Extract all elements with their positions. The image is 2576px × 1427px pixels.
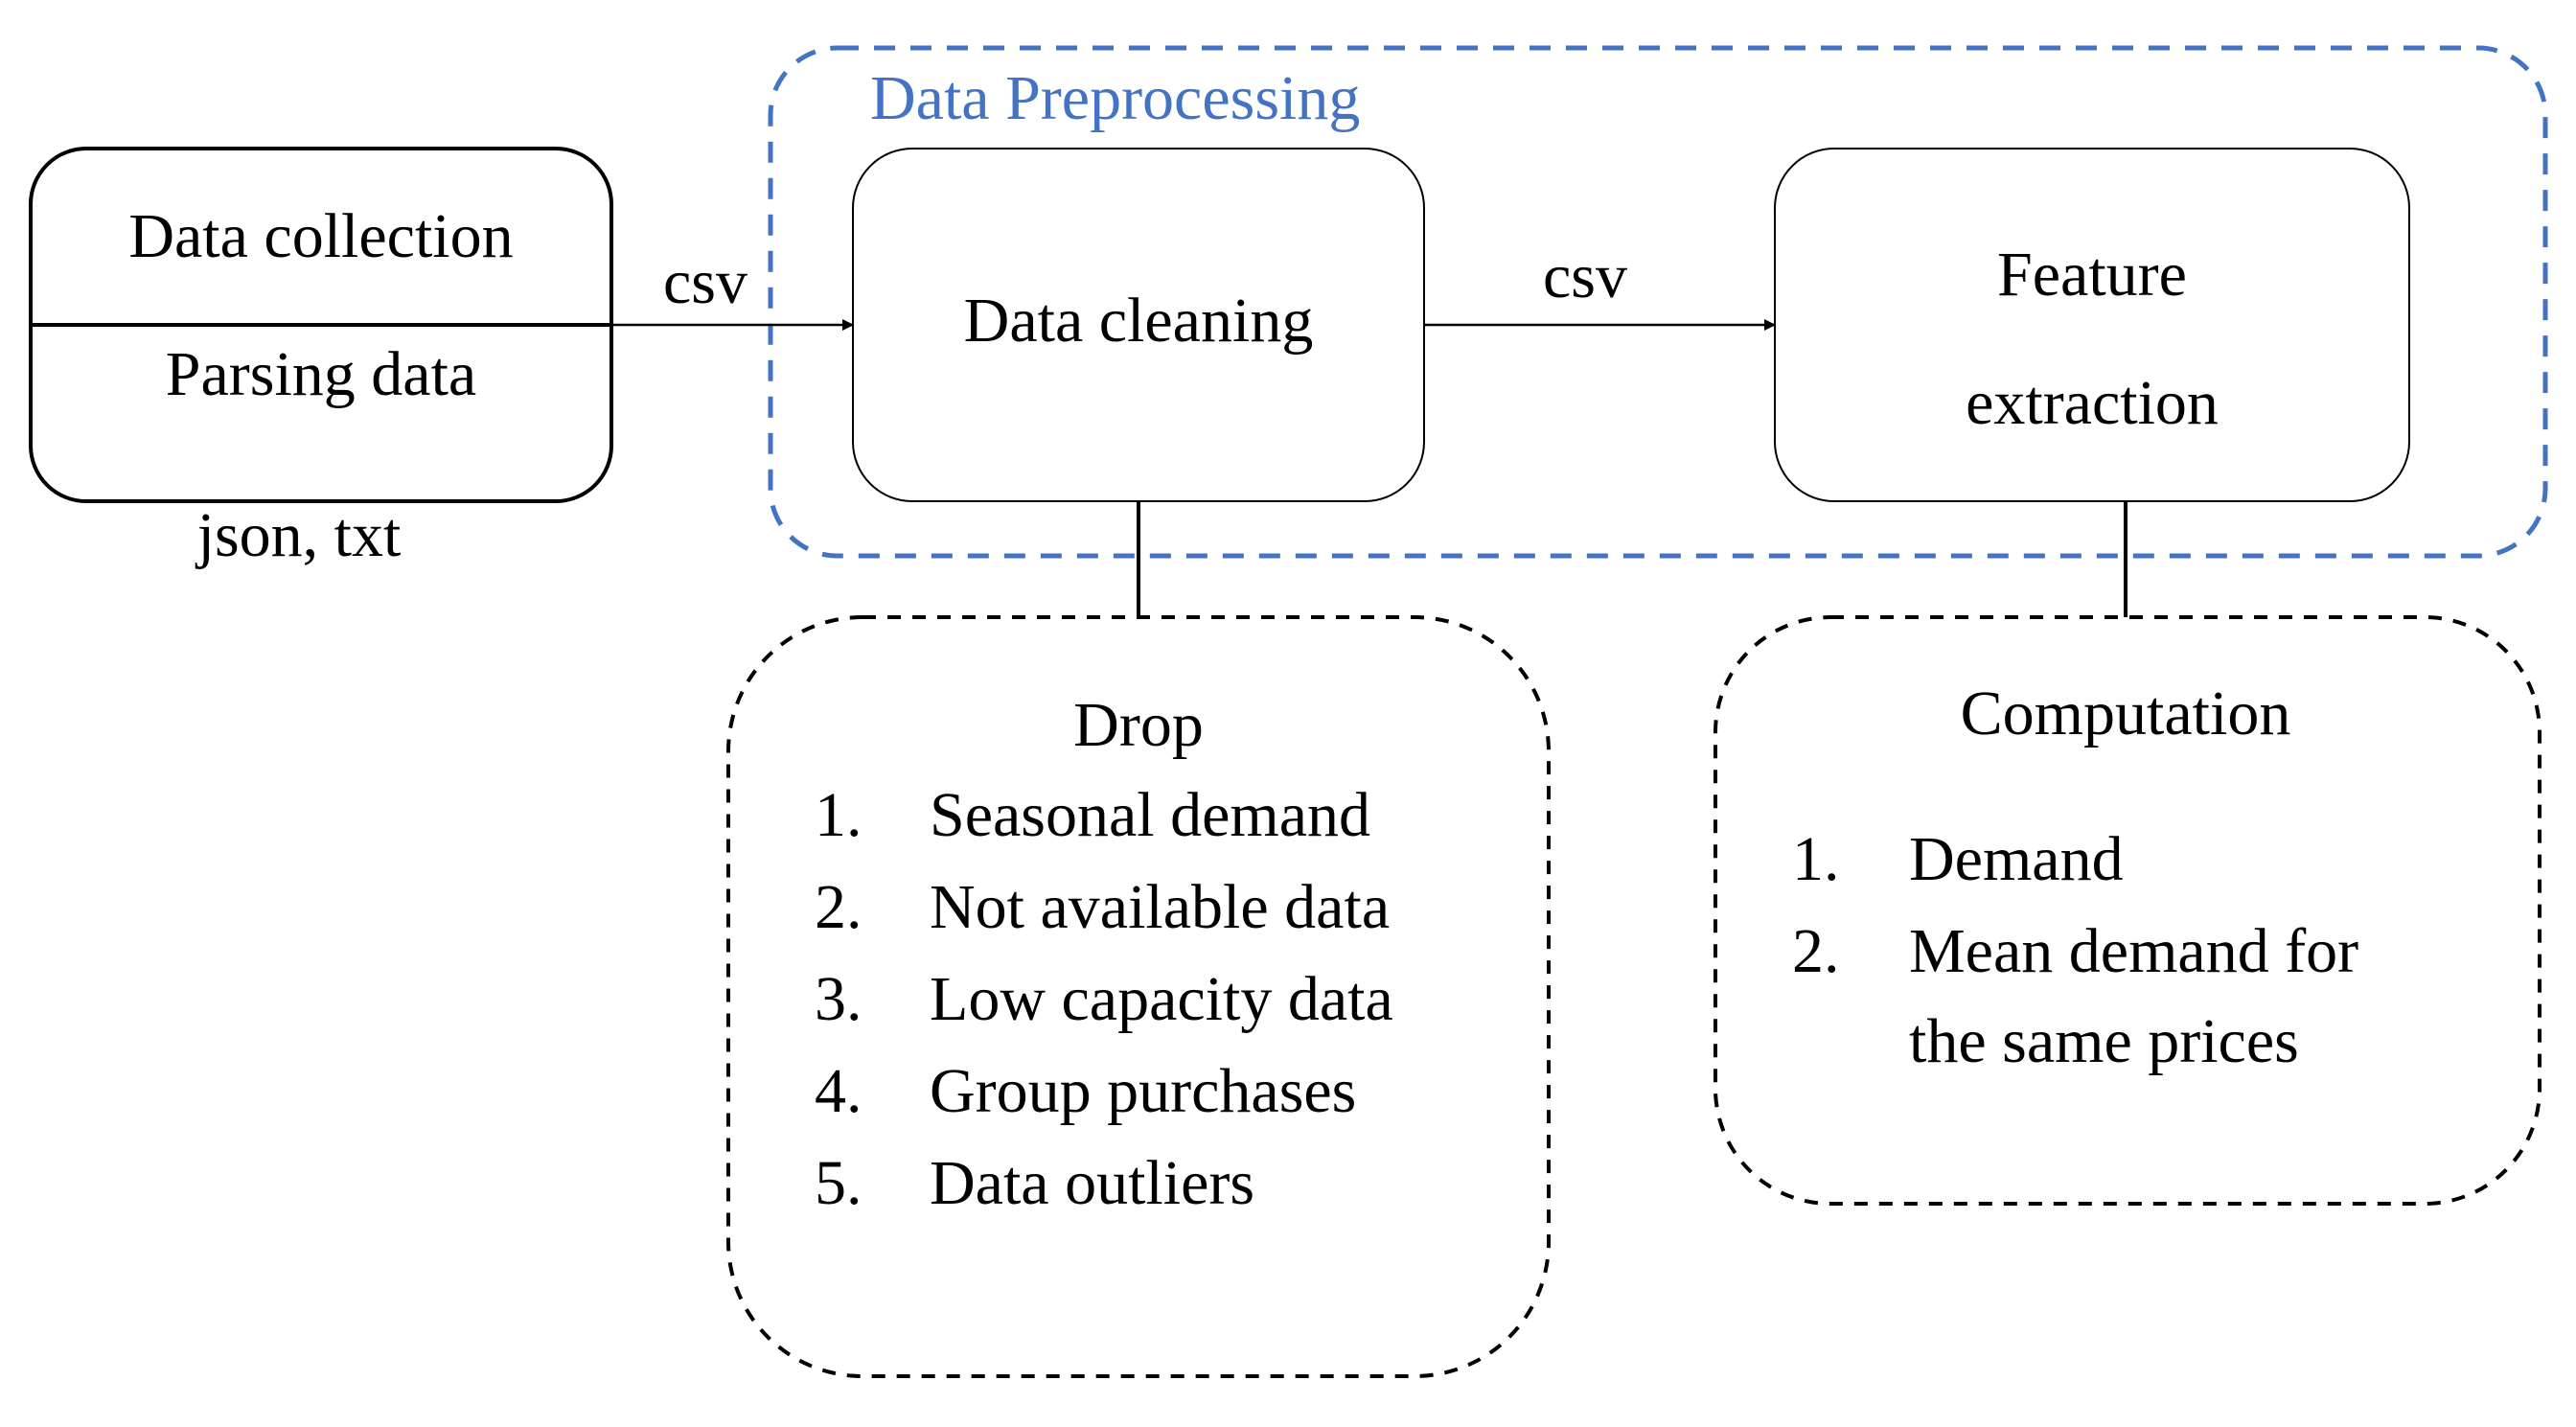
drop-item-number: 1.: [815, 780, 862, 850]
preprocessing-group-border: [768, 45, 2548, 559]
computation-item-text-continued: the same prices: [1909, 1006, 2299, 1076]
drop-title: Drop: [1073, 690, 1204, 760]
collection-format-note: json, txt: [196, 500, 402, 570]
computation-item-number: 1.: [1792, 824, 1840, 894]
extraction-label-line2: extraction: [1966, 368, 2219, 438]
computation-box-border: [1714, 615, 2542, 1206]
arrow-cleaning-to-extraction: csv: [1424, 242, 1776, 331]
collection-bottom-label: Parsing data: [166, 339, 476, 409]
drop-item-number: 4.: [815, 1056, 862, 1126]
extraction-box: Feature extraction: [1774, 148, 2410, 502]
drop-box-border: [726, 615, 1551, 1378]
computation-box: Computation 1. Demand 2. Mean demand for…: [1714, 615, 2542, 1206]
preprocessing-title: Data Preprocessing: [870, 63, 1360, 133]
drop-item-text: Low capacity data: [930, 964, 1393, 1034]
preprocessing-group: Data Preprocessing: [768, 45, 2548, 559]
computation-item-number: 2.: [1792, 916, 1840, 986]
drop-item-number: 3.: [815, 964, 862, 1034]
drop-item-number: 5.: [815, 1148, 862, 1218]
arrow-collection-to-cleaning: csv: [611, 247, 854, 331]
arrow-collection-to-cleaning-label: csv: [663, 247, 748, 317]
collection-top-label: Data collection: [128, 201, 513, 271]
drop-item-text: Not available data: [930, 872, 1390, 942]
computation-title: Computation: [1961, 679, 2291, 748]
computation-item-text: Demand: [1909, 824, 2124, 894]
extraction-label-line1: Feature: [1997, 240, 2187, 310]
drop-item-text: Seasonal demand: [930, 780, 1370, 850]
drop-item-text: Group purchases: [930, 1056, 1356, 1126]
collection-box: Data collection Parsing data json, txt: [29, 147, 613, 570]
arrow-cleaning-to-extraction-label: csv: [1543, 242, 1627, 311]
extraction-box-border: [1774, 148, 2410, 502]
cleaning-label: Data cleaning: [964, 286, 1314, 356]
cleaning-box: Data cleaning: [852, 148, 1425, 502]
drop-item-number: 2.: [815, 872, 862, 942]
drop-item-text: Data outliers: [930, 1148, 1254, 1218]
computation-item-text: Mean demand for: [1909, 916, 2358, 986]
drop-box: Drop 1. Seasonal demand 2. Not available…: [726, 615, 1551, 1378]
